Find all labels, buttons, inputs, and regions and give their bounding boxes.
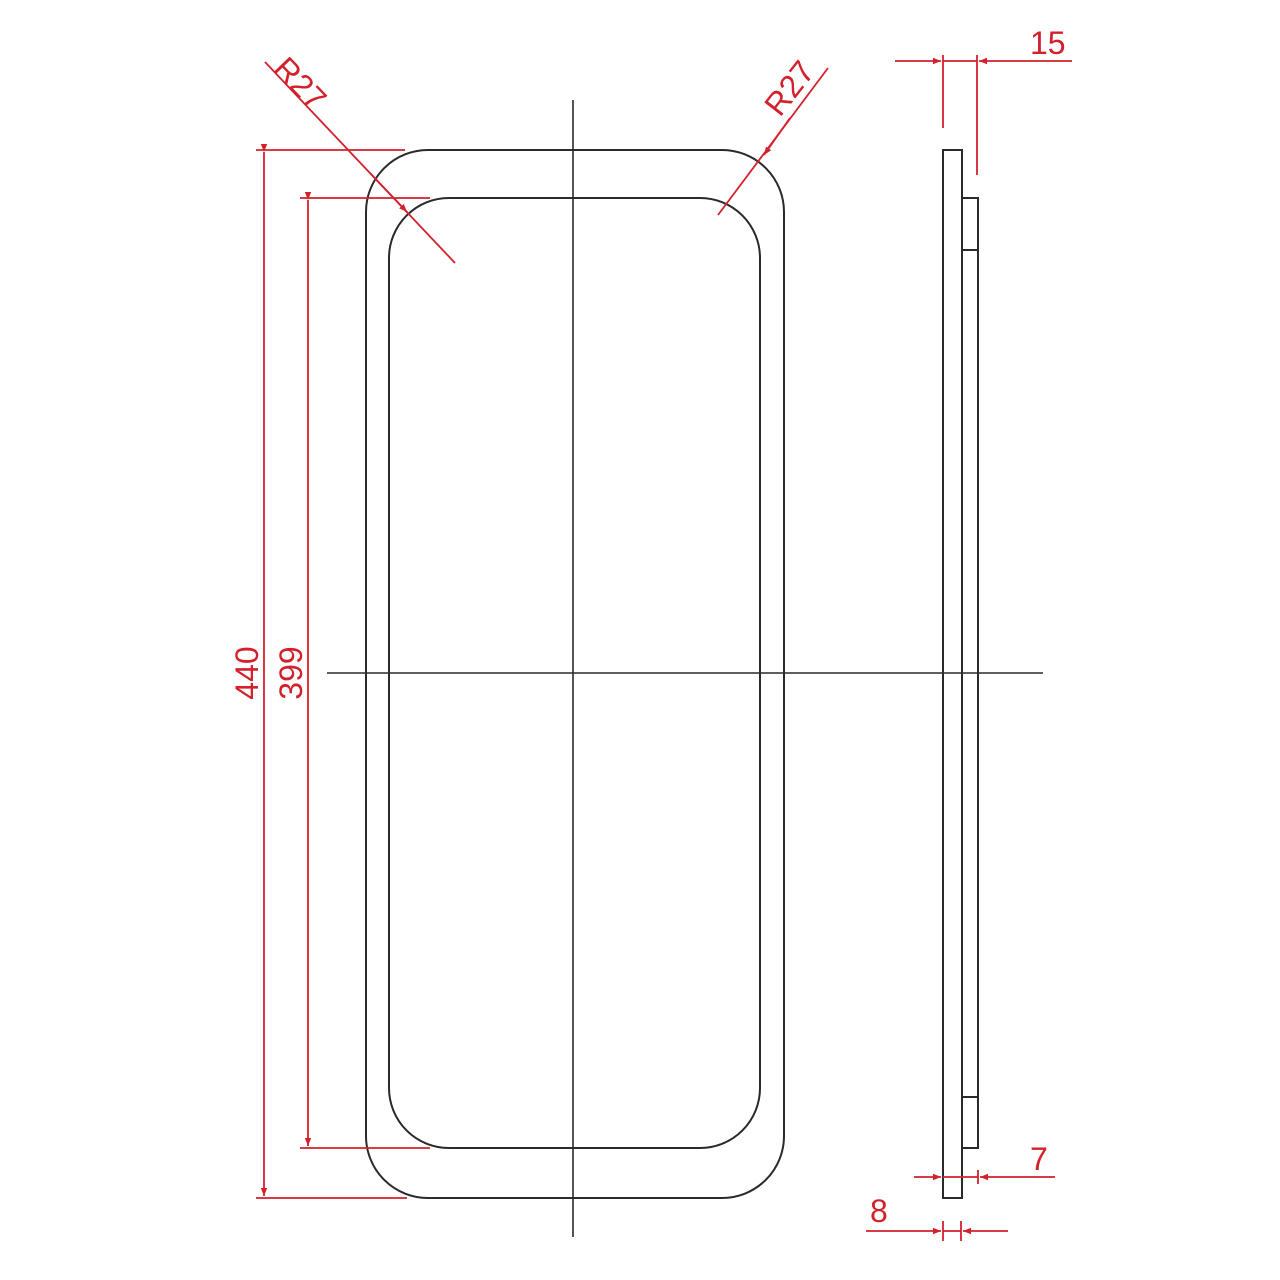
dimension-label-8: 8 xyxy=(870,1193,888,1229)
side-view xyxy=(942,149,979,1199)
side-plate xyxy=(942,149,963,1199)
dimension-399: 399 xyxy=(273,192,430,1149)
dimension-7: 7 xyxy=(914,1141,1055,1184)
dimension-label-440: 440 xyxy=(229,646,265,699)
dimension-label-7: 7 xyxy=(1030,1141,1048,1177)
radius-right: R27 xyxy=(717,54,829,216)
front-view xyxy=(327,100,1043,1237)
side-insert xyxy=(961,197,979,1149)
dimension-440: 440 xyxy=(229,144,407,1199)
dimension-15: 15 xyxy=(895,25,1072,175)
dimension-label-15: 15 xyxy=(1030,25,1066,61)
radius-label-left: R27 xyxy=(267,50,334,117)
radius-label-right: R27 xyxy=(757,54,822,122)
radius-left: R27 xyxy=(264,50,456,264)
outer-frame-outline xyxy=(365,149,785,1199)
dimension-8: 8 xyxy=(866,1193,1008,1241)
dimension-label-399: 399 xyxy=(273,646,309,699)
